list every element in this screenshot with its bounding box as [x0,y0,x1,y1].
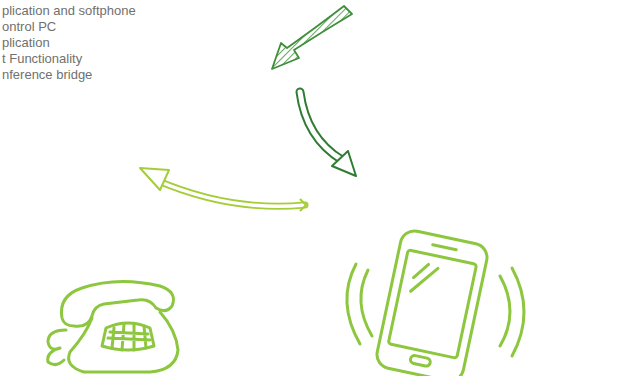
feature-label: nference bridge [2,67,136,83]
return-arrow [140,168,306,211]
desk-telephone [48,281,178,372]
smartphone [347,228,524,376]
curved-arrow [300,92,356,176]
feature-label: plication [2,35,136,51]
feature-label: plication and softphone [2,3,136,19]
feature-label: t Functionality [2,51,136,67]
feature-list: plication and softphoneontrol PCplicatio… [2,3,136,83]
feature-label: ontrol PC [2,19,136,35]
hatched-arrow [272,6,352,69]
